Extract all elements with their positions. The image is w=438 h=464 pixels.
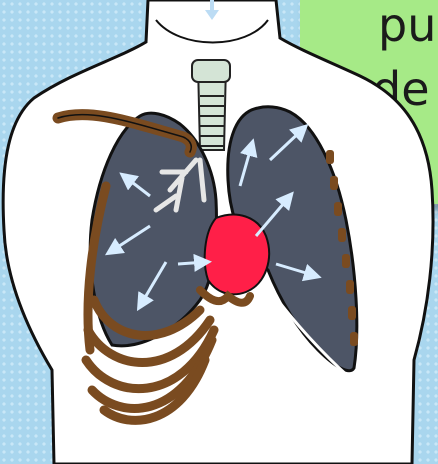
- heart: [205, 215, 269, 295]
